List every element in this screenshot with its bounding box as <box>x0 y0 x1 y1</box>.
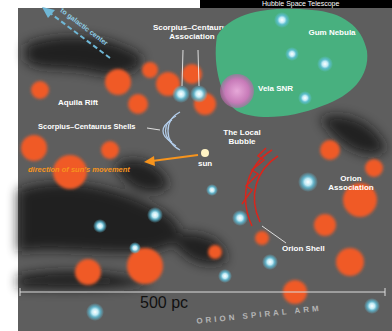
region-label: Vela SNR <box>258 84 293 93</box>
star <box>298 172 318 192</box>
region-label: Aquila Rift <box>58 98 128 107</box>
arrow-head <box>42 7 55 18</box>
scale-bar <box>20 288 385 296</box>
star <box>232 210 248 226</box>
space-ground <box>18 8 392 331</box>
credit-text: Hubble Space Telescope <box>262 0 390 8</box>
scale-tick <box>20 288 21 296</box>
gas-cloud <box>365 159 383 177</box>
sun-dot <box>201 149 209 157</box>
leader-line <box>182 50 183 86</box>
gas-cloud <box>314 214 336 236</box>
region-label: Scorpius–Centaurus Shells <box>38 123 148 132</box>
star <box>86 303 104 321</box>
star <box>317 56 333 72</box>
scale-line <box>20 292 385 293</box>
star <box>93 219 107 233</box>
remnant-outline <box>220 74 254 108</box>
scale-label: 500 pc <box>140 294 220 312</box>
sco-cen-shells <box>163 112 180 150</box>
shell-arc <box>168 112 180 150</box>
region-label: Orion Association <box>320 174 382 192</box>
galactic-center-arrow <box>42 7 110 58</box>
star <box>285 47 299 61</box>
gas-cloud <box>255 231 269 245</box>
star-associations <box>86 85 380 321</box>
scale-tick <box>385 288 386 296</box>
nebula-region: Gum NebulaVela SNR <box>212 6 372 124</box>
star <box>364 298 380 314</box>
region-label: Orion Shell <box>282 244 352 253</box>
orion-shell <box>242 148 278 226</box>
gas-cloud <box>320 140 340 160</box>
star <box>190 85 208 103</box>
gas-cloud <box>31 81 49 99</box>
gas-cloud <box>105 69 131 95</box>
star <box>147 207 163 223</box>
gas-cloud <box>21 135 47 161</box>
star <box>262 254 278 270</box>
region-label: Gum Nebula <box>305 28 359 37</box>
direction-label: direction of sun's movement <box>28 166 158 175</box>
leader-line <box>198 50 199 86</box>
sun-label: sun <box>198 159 228 168</box>
sun-motion-arrow <box>144 155 198 166</box>
gas-cloud <box>142 62 158 78</box>
gas-cloud <box>128 94 148 114</box>
leader-line <box>147 128 160 130</box>
gas-cloud <box>75 259 101 285</box>
star <box>274 12 290 28</box>
shell-zigzag <box>242 148 266 204</box>
gas-cloud <box>208 245 222 259</box>
star <box>298 91 312 105</box>
nebula-outline <box>216 9 368 117</box>
credit-strip <box>200 0 392 8</box>
star <box>206 184 218 196</box>
arrow-head <box>144 156 155 166</box>
dark-cloud <box>18 183 180 253</box>
gas-cloud <box>336 248 364 276</box>
direction-line <box>152 155 198 161</box>
star <box>172 85 190 103</box>
dark-cloud <box>25 36 142 75</box>
star <box>218 269 232 283</box>
remnant-region: Vela SNR <box>220 73 298 109</box>
dark-cloud <box>115 159 168 192</box>
star <box>129 242 141 254</box>
gas-cloud <box>101 141 119 159</box>
leader-line <box>262 226 286 243</box>
dark-cloud <box>170 233 226 265</box>
region-label: The Local Bubble <box>214 128 270 146</box>
